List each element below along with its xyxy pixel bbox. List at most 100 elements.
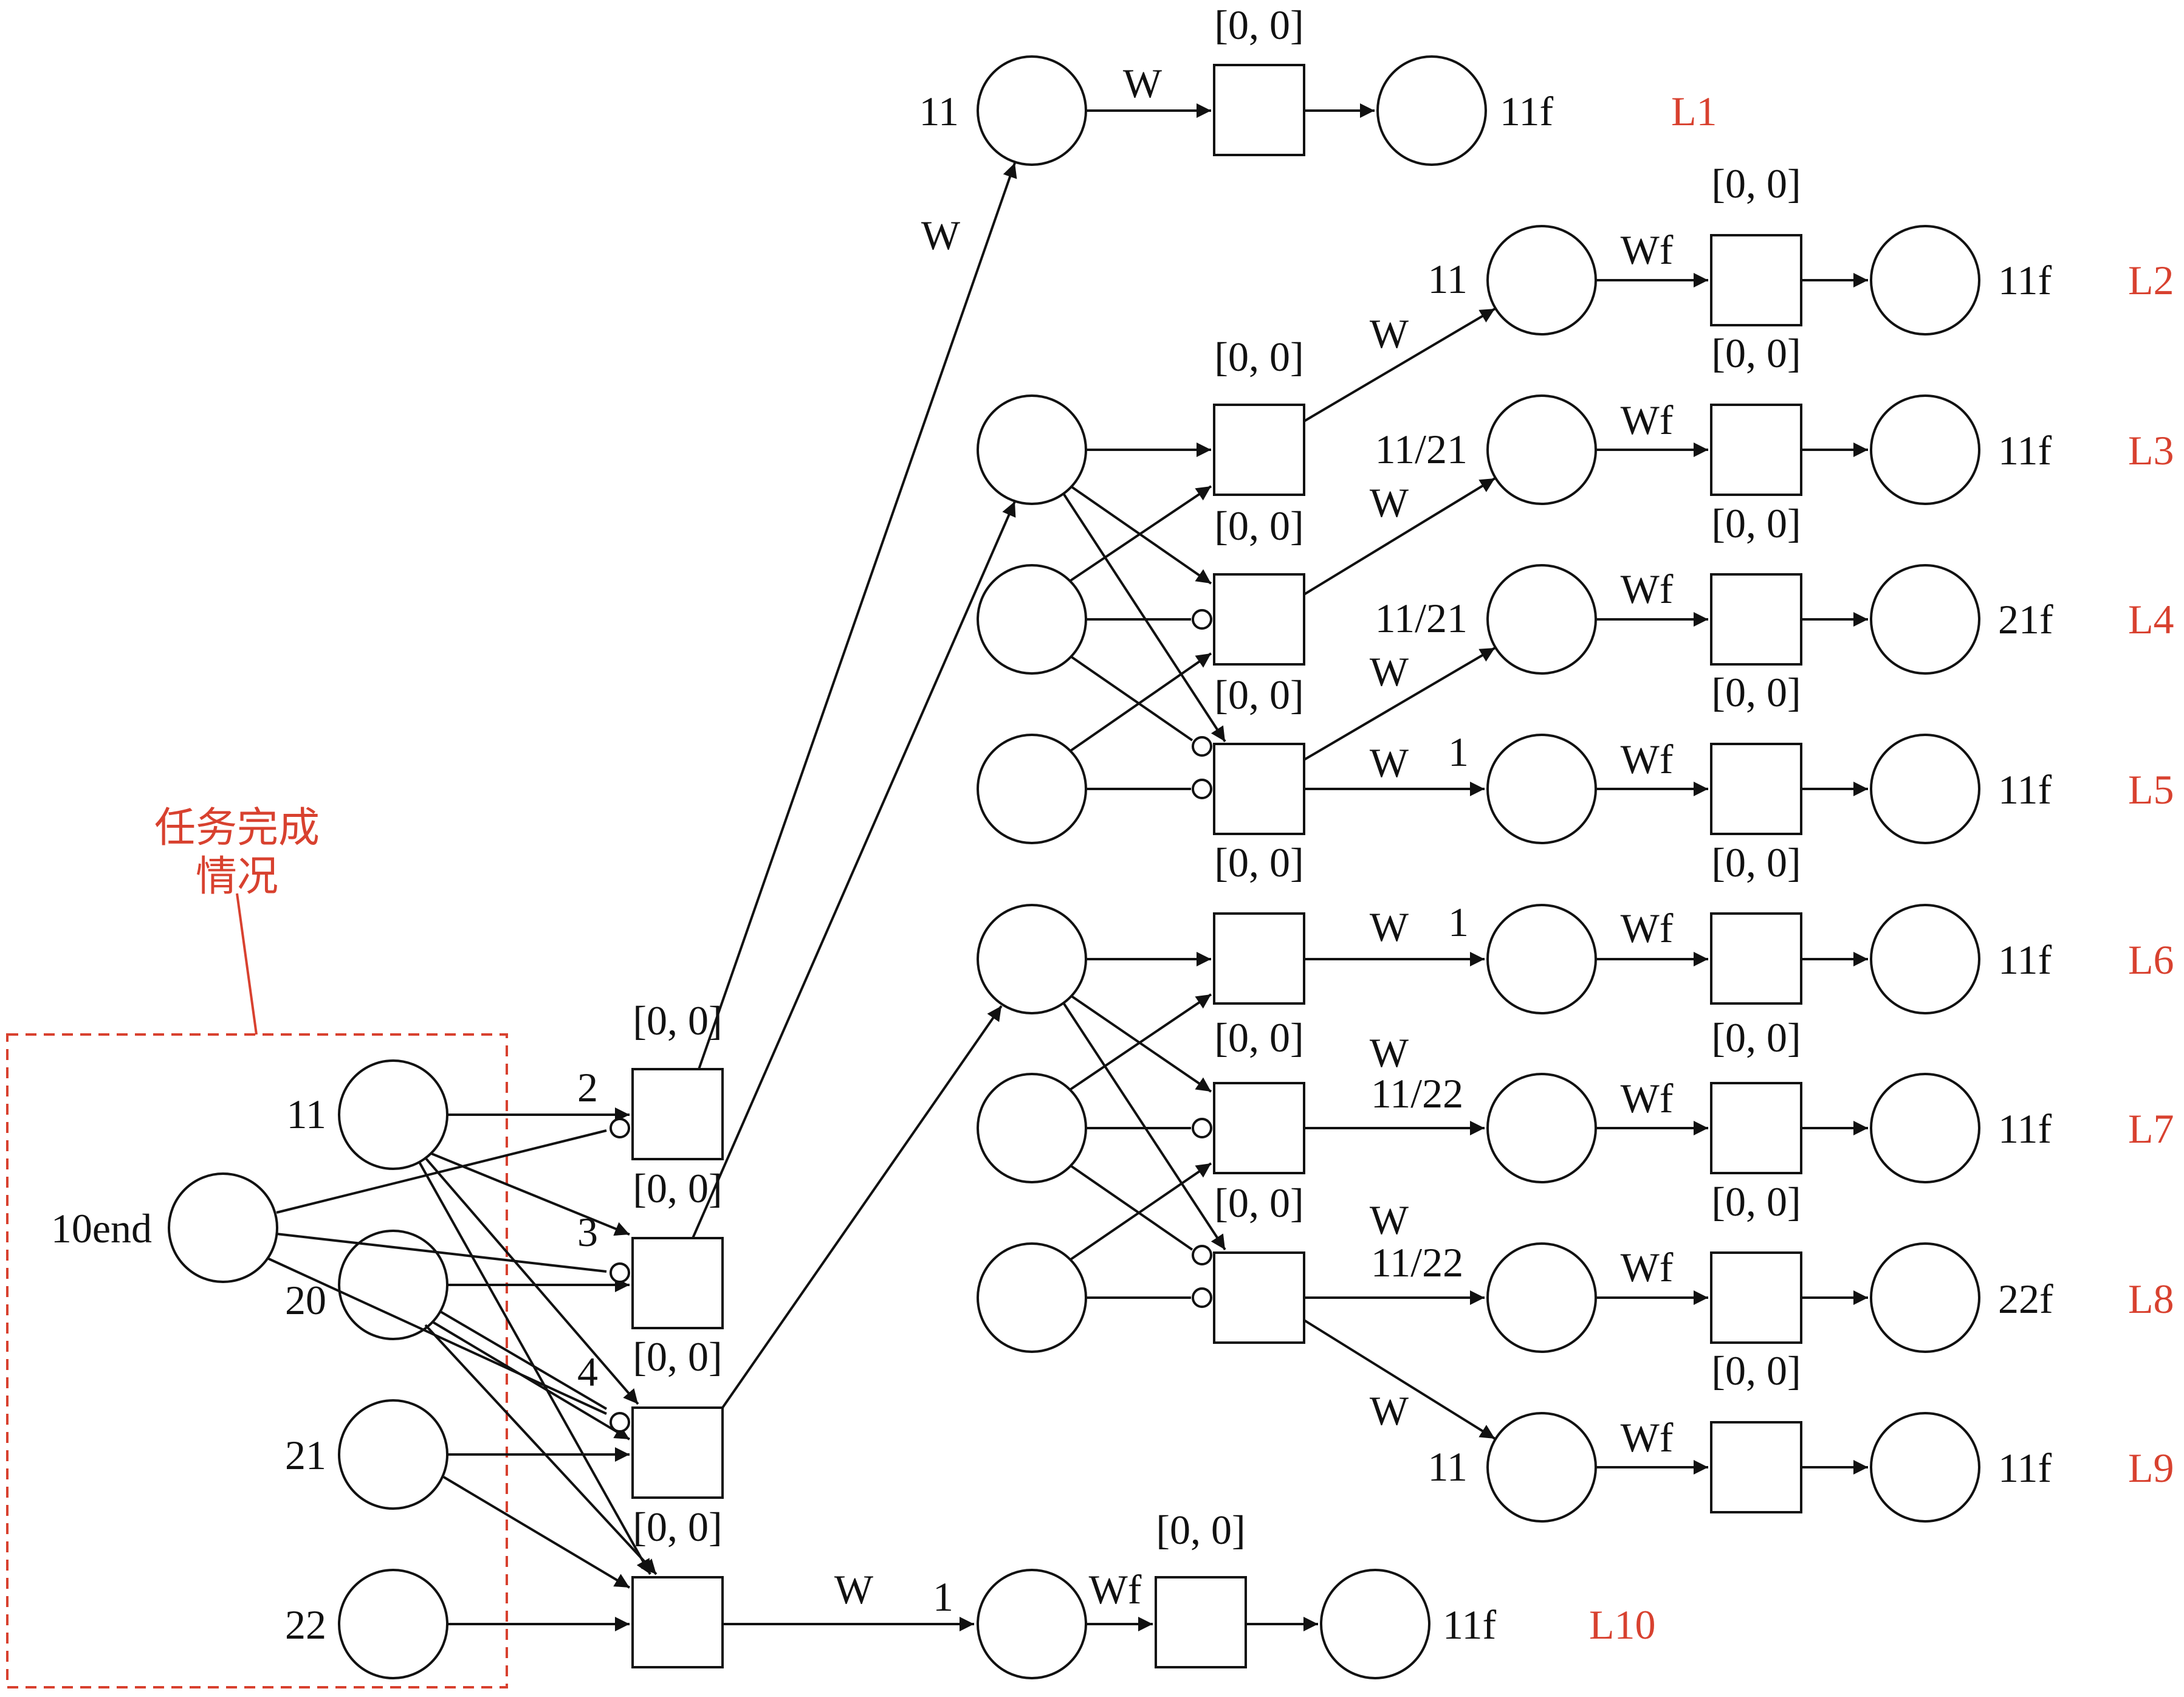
label-out: 11f: [1998, 766, 2052, 813]
inhibitor-head: [1192, 1245, 1212, 1265]
inhibitor-heads: [610, 609, 1212, 1433]
inhibitor-head: [610, 1118, 630, 1138]
transition-t5: [631, 1576, 724, 1668]
arc: [1062, 492, 1226, 743]
place-20: [338, 1230, 448, 1340]
interval: [0, 0]: [1711, 160, 1801, 207]
place-l10-mid: [977, 1569, 1087, 1679]
inhibitor-head: [1192, 1118, 1212, 1138]
arc: [1070, 993, 1212, 1090]
arc: [431, 1152, 630, 1236]
interval: [0, 0]: [1711, 839, 1801, 886]
label-num-2: 2: [577, 1064, 598, 1110]
place-mid-a1: [977, 394, 1087, 505]
label-20: 20: [285, 1277, 326, 1323]
transition-l1: [1213, 64, 1305, 156]
label-l3-1121: 11/21: [1375, 426, 1468, 472]
line-id-l9: L9: [2128, 1445, 2174, 1491]
transition-l8: [1710, 1251, 1802, 1344]
interval: [0, 0]: [633, 997, 722, 1044]
inhibitor-head: [1192, 609, 1212, 630]
place-l2-end: [1870, 225, 1980, 336]
label-wf: Wf: [1621, 905, 1674, 951]
transition-l6: [1710, 912, 1802, 1005]
place-l6-end: [1870, 904, 1980, 1014]
place-l9-end: [1870, 1412, 1980, 1523]
arc: [1070, 655, 1193, 742]
transition-mid-a2: [1213, 573, 1305, 666]
label-l2-11: 11: [1428, 256, 1468, 302]
place-l4-end: [1870, 564, 1980, 675]
label-l8-1122: 11/22: [1371, 1239, 1463, 1286]
transition-mid-a3: [1213, 743, 1305, 835]
arc: [1303, 477, 1496, 596]
label-wf: Wf: [1621, 227, 1674, 273]
place-10end: [168, 1172, 278, 1283]
interval: [0, 0]: [1214, 1180, 1303, 1226]
inhibitor-head: [610, 1412, 630, 1433]
place-l3: [1486, 394, 1597, 505]
interval: [0, 0]: [1214, 672, 1303, 718]
inhibitor-head: [1192, 736, 1212, 757]
arc: [424, 1157, 639, 1405]
line-id-l2: L2: [2128, 257, 2174, 303]
line-id-l3: L3: [2128, 427, 2174, 473]
label-wf: Wf: [1621, 1075, 1674, 1121]
arc: [1070, 485, 1212, 582]
arc: [1303, 308, 1496, 422]
arc: [698, 162, 1017, 1070]
place-l1-start: [977, 55, 1087, 166]
transition-l5: [1710, 743, 1802, 835]
place-l10-end: [1320, 1569, 1430, 1679]
label-l6-1: 1: [1448, 899, 1469, 945]
interval: [0, 0]: [1214, 503, 1303, 549]
label-11: 11: [287, 1091, 326, 1137]
place-mid-a2: [977, 564, 1087, 675]
label-wf: Wf: [1621, 397, 1674, 443]
place-l8: [1486, 1242, 1597, 1353]
label-wf: Wf: [1621, 566, 1674, 612]
arc: [1062, 1002, 1226, 1251]
label-l9-w: W: [1370, 1388, 1409, 1434]
interval: [0, 0]: [1214, 334, 1303, 380]
label-l1-w: W: [1123, 60, 1162, 106]
transition-l4: [1710, 573, 1802, 666]
place-l5: [1486, 734, 1597, 844]
arc: [276, 1233, 607, 1273]
label-l3-w: W: [1370, 480, 1409, 526]
interval: [0, 0]: [1214, 1014, 1303, 1061]
label-wf: Wf: [1621, 1414, 1674, 1461]
transition-l10: [1155, 1576, 1247, 1668]
place-11: [338, 1059, 448, 1170]
place-l5-end: [1870, 734, 1980, 844]
label-num-3: 3: [577, 1209, 598, 1255]
transition-l9: [1710, 1421, 1802, 1513]
interval: [0, 0]: [1711, 330, 1801, 376]
label-l1-w-diag: W: [921, 212, 961, 258]
place-22: [338, 1569, 448, 1679]
label-wf: Wf: [1621, 1244, 1674, 1290]
interval: [0, 0]: [1214, 2, 1303, 48]
label-out: 11f: [1998, 1106, 2052, 1152]
transition-mid-b1: [1213, 912, 1305, 1005]
line-id-l1: L1: [1671, 88, 1717, 134]
arc: [442, 1476, 631, 1589]
place-l2: [1486, 225, 1597, 336]
label-l10-w: W: [834, 1566, 874, 1613]
interval: [0, 0]: [1711, 1348, 1801, 1394]
label-l8-w: W: [1370, 1197, 1409, 1243]
arc: [431, 1321, 631, 1441]
label-l9-11: 11: [1428, 1444, 1468, 1490]
label-l10-out: 11f: [1443, 1602, 1496, 1648]
annotation-leader-line: [236, 893, 258, 1035]
arc: [1303, 1319, 1496, 1440]
label-22: 22: [285, 1602, 326, 1648]
place-mid-b3: [977, 1242, 1087, 1353]
transition-t4: [631, 1406, 724, 1499]
transition-mid-a1: [1213, 404, 1305, 496]
transition-t2: [631, 1068, 724, 1160]
arc: [1070, 994, 1212, 1093]
place-21: [338, 1399, 448, 1510]
label-l1-out: 11f: [1500, 88, 1553, 134]
